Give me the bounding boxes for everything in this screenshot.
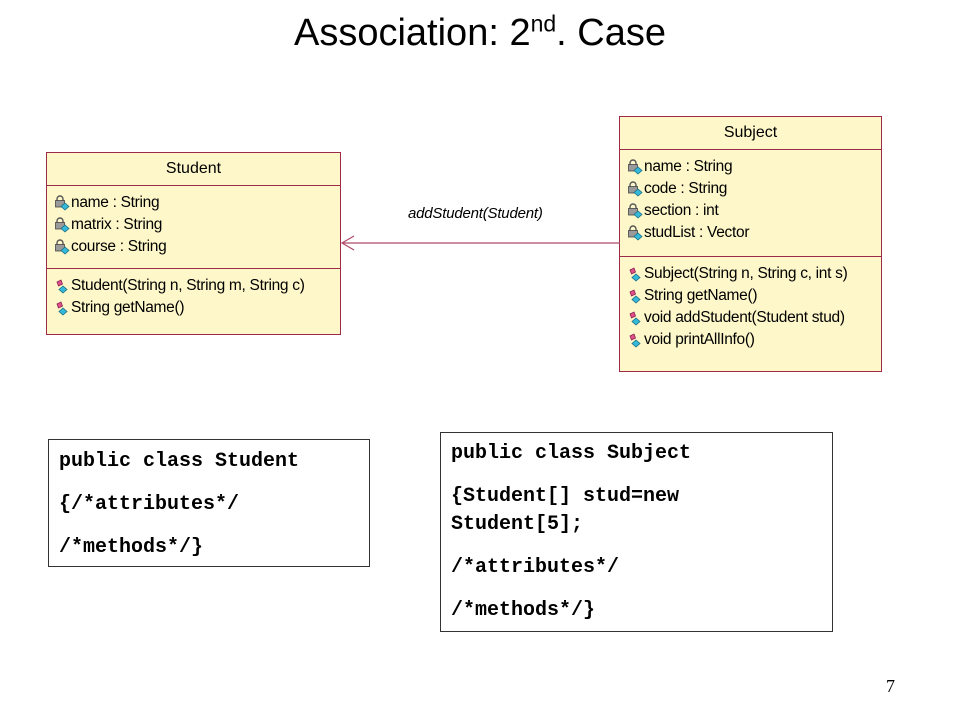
method-row: void printAllInfo() <box>626 329 881 351</box>
attribute-text: matrix : String <box>71 216 163 233</box>
private-attribute-icon <box>628 159 643 175</box>
subject-class[interactable]: Subject name : String code : String sect… <box>619 116 882 372</box>
private-attribute-icon <box>628 203 643 219</box>
student-methods: Student(String n, String m, String c) St… <box>47 269 340 319</box>
title-superscript: nd <box>530 10 557 37</box>
title-suffix: . Case <box>556 12 666 54</box>
public-method-icon <box>629 289 641 304</box>
page-number: 7 <box>886 676 895 696</box>
private-attribute-icon <box>55 195 70 211</box>
attribute-text: studList : Vector <box>644 224 750 241</box>
arrowhead-icon <box>340 235 355 251</box>
public-method-icon <box>629 311 641 326</box>
attribute-row: name : String <box>626 156 881 178</box>
attribute-row: studList : Vector <box>626 222 881 244</box>
private-attribute-icon <box>628 225 643 241</box>
method-text: void addStudent(Student stud) <box>644 309 845 326</box>
attribute-text: name : String <box>644 158 733 175</box>
attribute-row: name : String <box>53 192 340 214</box>
student-code-box: public class Student {/*attributes*/ /*m… <box>48 439 370 567</box>
method-text: String getName() <box>71 299 185 316</box>
slide-title: Association: 2nd. Case <box>0 12 960 55</box>
method-text: Student(String n, String m, String c) <box>71 277 305 294</box>
method-text: void printAllInfo() <box>644 331 755 348</box>
association-label: addStudent(Student) <box>408 205 543 222</box>
method-row: Student(String n, String m, String c) <box>53 275 340 297</box>
code-line: {Student[] stud=new Student[5]; <box>451 485 680 536</box>
method-row: Subject(String n, String c, int s) <box>626 263 881 285</box>
attribute-text: name : String <box>71 194 160 211</box>
attribute-text: code : String <box>644 180 728 197</box>
attribute-row: matrix : String <box>53 214 340 236</box>
attribute-row: course : String <box>53 236 340 258</box>
attribute-text: course : String <box>71 238 167 255</box>
code-line: /*methods*/} <box>59 536 204 559</box>
subject-methods: Subject(String n, String c, int s) Strin… <box>620 257 881 351</box>
method-row: String getName() <box>626 285 881 307</box>
attribute-row: section : int <box>626 200 881 222</box>
attribute-text: section : int <box>644 202 719 219</box>
public-method-icon <box>629 333 641 348</box>
public-method-icon <box>56 279 68 294</box>
association-arrow[interactable] <box>330 232 622 254</box>
method-row: void addStudent(Student stud) <box>626 307 881 329</box>
code-line: /*methods*/} <box>451 599 596 622</box>
code-line: /*attributes*/ <box>451 556 620 579</box>
private-attribute-icon <box>55 217 70 233</box>
subject-code-box: public class Subject {Student[] stud=new… <box>440 432 833 632</box>
subject-class-name: Subject <box>620 117 881 150</box>
title-text: Association: 2 <box>294 12 531 54</box>
code-line: {/*attributes*/ <box>59 493 240 516</box>
public-method-icon <box>629 267 641 282</box>
private-attribute-icon <box>55 239 70 255</box>
code-line: public class Student <box>59 450 300 473</box>
private-attribute-icon <box>628 181 643 197</box>
method-text: String getName() <box>644 287 758 304</box>
subject-attributes: name : String code : String section : in… <box>620 150 881 257</box>
student-attributes: name : String matrix : String course : S… <box>47 186 340 269</box>
code-line: public class Subject <box>451 442 692 465</box>
student-class-name: Student <box>47 153 340 186</box>
student-class[interactable]: Student name : String matrix : String co… <box>46 152 341 335</box>
method-text: Subject(String n, String c, int s) <box>644 265 848 282</box>
attribute-row: code : String <box>626 178 881 200</box>
public-method-icon <box>56 301 68 316</box>
method-row: String getName() <box>53 297 340 319</box>
